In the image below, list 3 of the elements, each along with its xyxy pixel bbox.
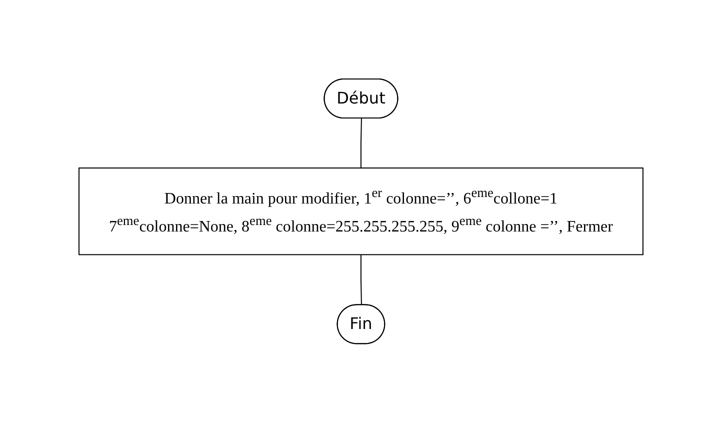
node-box: Donner la main pour modifier, 1$^{er}$ colonne=’’, 6$^{eme}$collone=1 7$^{eme}$colonne=None, 8$^{eme}$ colonne=255.255.255.255, 9$^{eme}$ colonne =’’, Fermer — [78, 168, 644, 256]
connector — [360, 254, 362, 306]
connector — [360, 118, 362, 169]
